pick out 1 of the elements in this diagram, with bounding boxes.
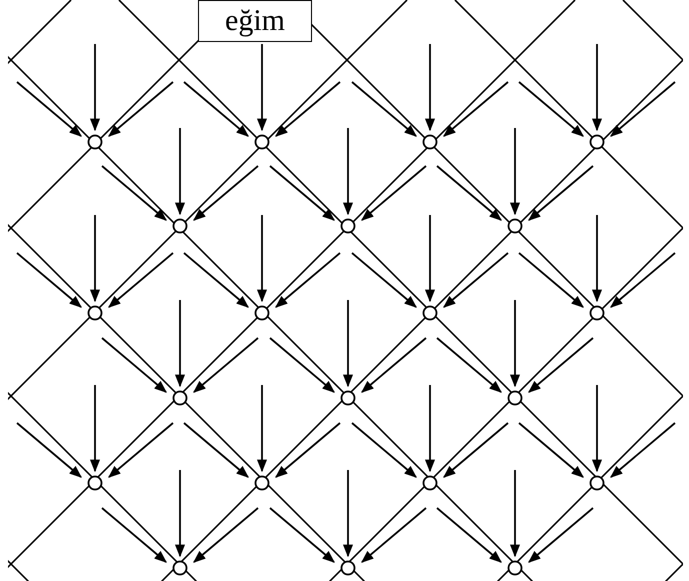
slope-label: eğim [198, 0, 312, 42]
